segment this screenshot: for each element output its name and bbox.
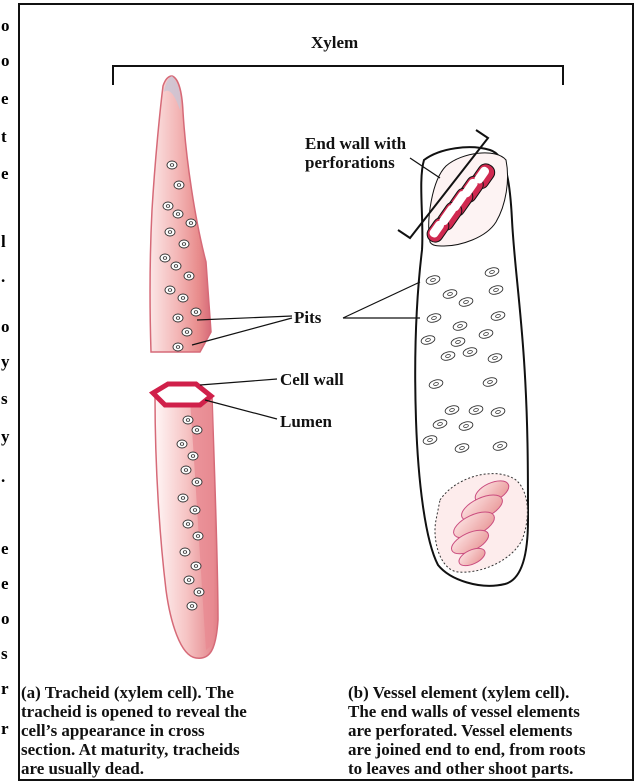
pit <box>192 478 202 486</box>
pit <box>177 440 187 448</box>
cell-wall-label: Cell wall <box>280 370 344 389</box>
figure-frame <box>19 4 633 780</box>
end-wall-label: End wall with perforations <box>305 134 406 172</box>
caption-b: (b) Vessel element (xylem cell). The end… <box>348 683 634 778</box>
pit <box>194 588 204 596</box>
pit <box>167 161 177 169</box>
pit <box>160 254 170 262</box>
pit <box>183 520 193 528</box>
pits-label: Pits <box>294 308 321 327</box>
pit <box>173 314 183 322</box>
pit <box>192 426 202 434</box>
vessel-element <box>415 147 528 586</box>
pit <box>180 548 190 556</box>
pit <box>191 308 201 316</box>
pit <box>184 576 194 584</box>
xylem-title: Xylem <box>311 33 358 52</box>
pit <box>174 181 184 189</box>
pit <box>183 416 193 424</box>
caption-a: (a) Tracheid (xylem cell). The tracheid … <box>21 683 247 778</box>
pit <box>187 602 197 610</box>
pit <box>188 452 198 460</box>
pit <box>173 343 183 351</box>
pit <box>165 286 175 294</box>
pit <box>165 228 175 236</box>
pit <box>173 210 183 218</box>
lumen-label: Lumen <box>280 412 332 431</box>
cell-wall-ring <box>153 384 211 405</box>
pit <box>178 294 188 302</box>
pit <box>179 240 189 248</box>
xylem-bracket <box>113 66 563 85</box>
pit <box>184 272 194 280</box>
pit <box>193 532 203 540</box>
pit <box>163 202 173 210</box>
pit <box>181 466 191 474</box>
pit <box>171 262 181 270</box>
pit <box>178 494 188 502</box>
pit <box>190 506 200 514</box>
pit <box>191 562 201 570</box>
pit <box>186 219 196 227</box>
pit <box>182 328 192 336</box>
